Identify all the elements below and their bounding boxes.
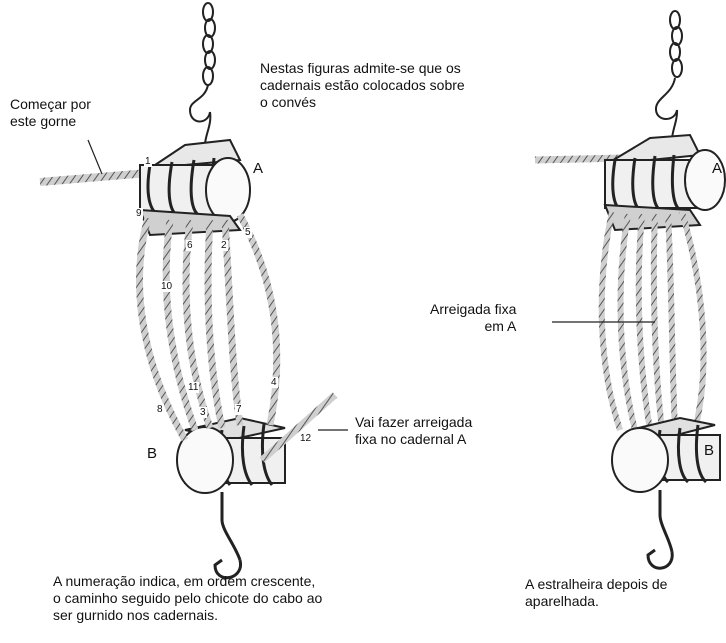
rope-number-8: 8 — [156, 404, 164, 415]
left-chain — [190, 3, 215, 145]
left-caption: A numeração indica, em ordem crescente, … — [53, 573, 322, 624]
rope-number-11: 11 — [187, 382, 199, 393]
left-pointer-start — [88, 140, 102, 174]
rope-number-7: 7 — [235, 404, 243, 415]
rope-number-10: 10 — [160, 281, 173, 292]
left-block-a-label: A — [253, 160, 263, 177]
rope-number-1: 1 — [144, 156, 152, 167]
left-block-a — [140, 140, 250, 235]
left-block-b-label: B — [147, 445, 157, 462]
fixed-label: Arreigada fixa em A — [430, 301, 516, 335]
rope-number-5: 5 — [244, 227, 252, 238]
right-block-a — [605, 135, 725, 230]
rope-number-3: 3 — [199, 407, 207, 418]
note-top: Nestas figuras admite-se que os cadernai… — [260, 60, 465, 111]
rope-number-2: 2 — [220, 240, 228, 251]
right-caption: A estralheira depois de aparelhada. — [525, 576, 667, 610]
right-block-a-label: A — [712, 160, 722, 177]
right-hook-bottom — [648, 490, 672, 568]
end-label: Vai fazer arreigada fixa no cadernal A — [355, 414, 472, 448]
right-ropes — [602, 212, 704, 430]
start-label: Começar por este gorne — [10, 96, 91, 130]
right-chain — [656, 11, 682, 140]
rope-number-12: 12 — [299, 433, 312, 444]
rope-number-9: 9 — [135, 208, 143, 219]
rope-number-6: 6 — [186, 240, 194, 251]
rope-number-4: 4 — [270, 377, 278, 388]
right-block-b-label: B — [704, 442, 714, 459]
left-hook-bottom — [215, 492, 241, 578]
